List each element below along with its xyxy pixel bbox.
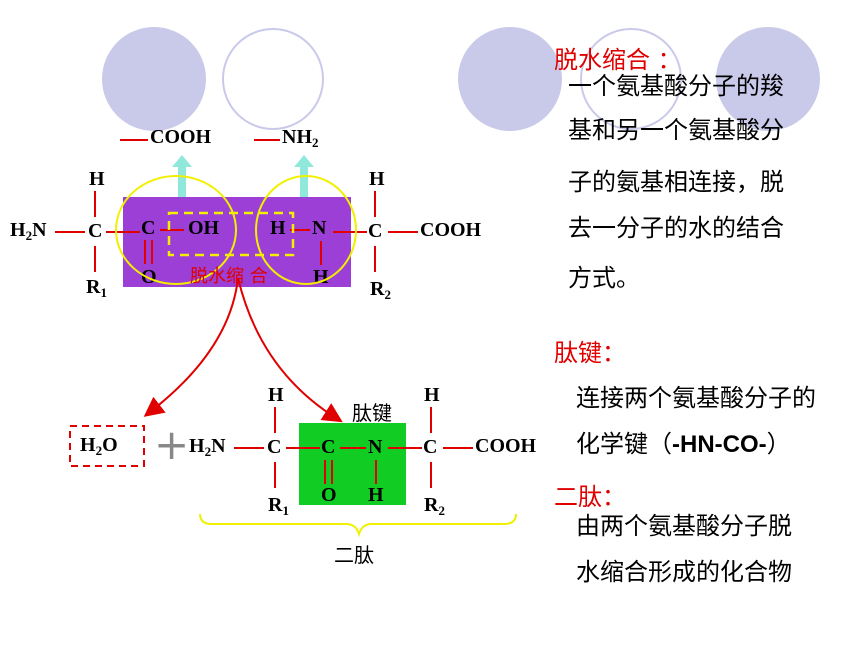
dp-bond-c1-r1 — [274, 462, 276, 488]
dehydration-line-4: 去一分子的水的结合 — [568, 214, 784, 242]
dp-bond-n-h — [375, 460, 377, 484]
nh2-removed-label: NH2 — [282, 126, 319, 150]
alpha-carbon-2: C — [368, 220, 383, 242]
dp-bond-n-c3 — [388, 447, 422, 449]
dp-carbonyl-oxygen: O — [321, 484, 337, 506]
arrow-to-water — [143, 277, 239, 417]
dipeptide-line-1: 由两个氨基酸分子脱 — [576, 512, 792, 540]
dp-bond-c1-c2 — [286, 447, 320, 449]
dehydration-heading: 脱水缩合 ： — [554, 46, 682, 74]
dipeptide-line-2: 水缩合形成的化合物 — [576, 558, 792, 586]
peptide-line-1: 连接两个氨基酸分子的 — [576, 384, 816, 412]
dp-bond-c3-r2 — [430, 462, 432, 488]
bond-n-c1 — [55, 231, 85, 233]
arrow-to-dipeptide — [237, 277, 343, 423]
alpha-carbon-1: C — [88, 220, 103, 242]
r1-group: R1 — [86, 276, 107, 300]
dp-carbonyl-carbon: C — [321, 436, 336, 458]
bond-c1-h — [94, 191, 96, 217]
dp-amide-hydrogen: H — [368, 484, 384, 506]
dp-bond-c3-h — [430, 407, 432, 433]
amine-ellipse — [255, 175, 357, 285]
dp-bond-c1-h — [274, 407, 276, 433]
dp-bond-n-c1 — [234, 447, 264, 449]
bond-c3-cooh — [388, 231, 418, 233]
decor-circle-1 — [102, 27, 206, 131]
dipeptide-brace — [199, 513, 517, 538]
reaction-highlights — [115, 175, 357, 285]
dp-bond-c3-cooh — [443, 447, 473, 449]
dp-right-carboxyl: COOH — [475, 435, 537, 457]
dp-r2-group: R2 — [424, 494, 445, 518]
double-bond-1a — [144, 240, 146, 264]
h-top-3: H — [369, 168, 385, 190]
dehydration-line-2: 基和另一个氨基酸分 — [568, 116, 784, 144]
peptide-bond-highlight — [299, 423, 406, 505]
amine-hydrogen: H — [270, 217, 286, 239]
dehydration-line-5: 方式。 — [568, 264, 640, 292]
bond-c2-oh — [160, 229, 184, 231]
bond-c1-r1 — [94, 246, 96, 272]
reaction-arrows — [143, 277, 343, 423]
carbonyl-oxygen: O — [141, 266, 157, 288]
water-molecule: H2O — [80, 434, 118, 458]
bond-n-c3 — [333, 231, 367, 233]
left-amine: H2N — [10, 219, 47, 243]
dp-h-top-1: H — [268, 384, 284, 406]
bond-n-h — [320, 241, 322, 265]
peptide-line-2: 化学键（-HN-CO-） — [576, 430, 791, 458]
bond-h-n — [290, 229, 310, 231]
dipeptide-heading: 二肽： — [554, 483, 626, 511]
dipeptide-amine: H2N — [189, 435, 226, 459]
decor-circle-2 — [222, 28, 324, 130]
dp-r1-group: R1 — [268, 494, 289, 518]
water-box — [69, 425, 145, 467]
dp-amide-nitrogen: N — [368, 436, 383, 458]
double-bond-1b — [151, 240, 153, 264]
r2-group: R2 — [370, 278, 391, 302]
bond-c3-h — [374, 191, 376, 217]
carboxyl-carbon: C — [141, 217, 156, 239]
cooh-removed-bond — [120, 139, 148, 141]
dehydration-line-3: 子的氨基相连接，脱 — [568, 168, 784, 196]
reaction-label: 脱水缩 合 — [190, 266, 268, 287]
decor-circle-5 — [716, 27, 820, 131]
dipeptide-label: 二肽 — [334, 543, 374, 567]
decor-circle-4 — [580, 28, 682, 130]
amine-nitrogen: N — [312, 217, 327, 239]
hydroxyl-group: OH — [188, 217, 220, 239]
dp-double-bond-a — [324, 460, 326, 484]
dp-alpha-carbon-2: C — [423, 436, 438, 458]
water-dashed-box — [167, 211, 295, 257]
dp-h-top-3: H — [424, 384, 440, 406]
peptide-heading: 肽键： — [554, 339, 626, 367]
dehydration-line-1: 一个氨基酸分子的羧 — [568, 72, 784, 100]
bond-c1-c2 — [106, 231, 140, 233]
peptide-bond-label: 肽键 — [352, 401, 392, 425]
right-carboxyl: COOH — [420, 219, 482, 241]
plus-sign: + — [154, 420, 190, 469]
cooh-removed-label: COOH — [150, 126, 212, 148]
nh2-removed-bond — [254, 139, 280, 141]
bond-c3-r2 — [374, 246, 376, 272]
h-top-1: H — [89, 168, 105, 190]
dp-alpha-carbon-1: C — [267, 436, 282, 458]
dp-peptide-bond — [340, 447, 366, 449]
carboxyl-ellipse — [115, 175, 237, 285]
dp-double-bond-b — [331, 460, 333, 484]
decor-circle-3 — [458, 27, 562, 131]
